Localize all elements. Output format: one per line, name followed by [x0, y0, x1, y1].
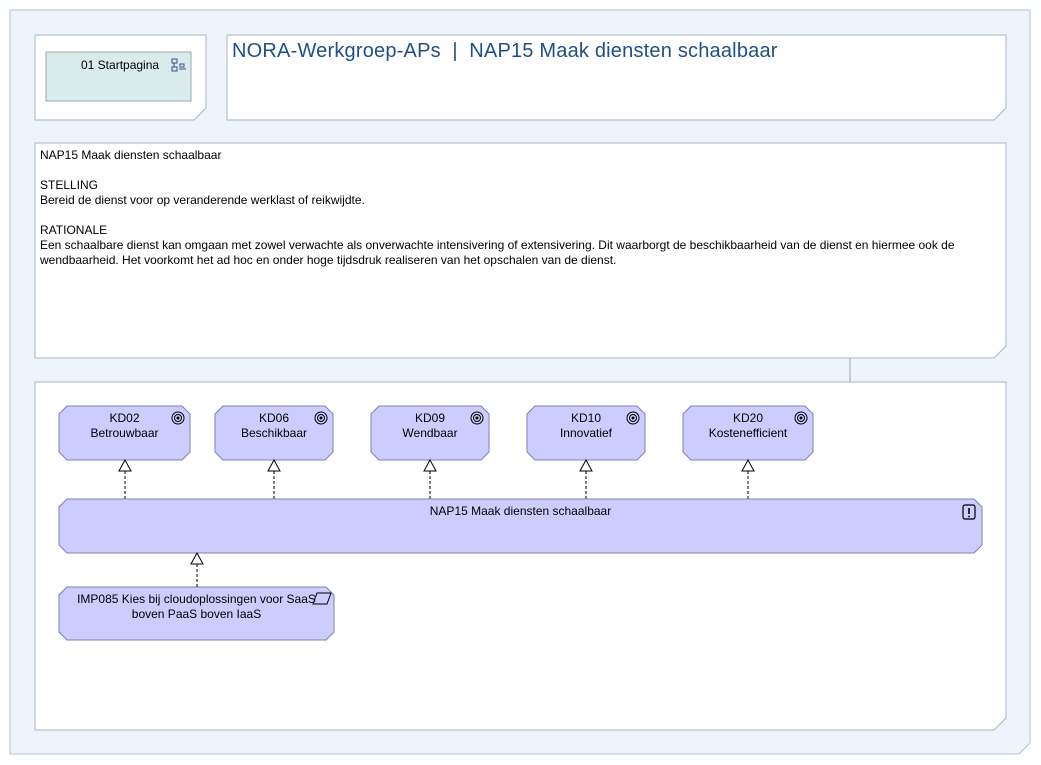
goal-code: KD10 [570, 411, 602, 425]
rationale-line-2: wendbaarheid. Het voorkomt het ad hoc en… [40, 253, 617, 267]
goal-element-kd09[interactable] [370, 405, 490, 461]
principle-label: NAP15 Maak diensten schaalbaar [429, 504, 612, 518]
navigation-view-icon [171, 58, 186, 72]
goal-code: KD09 [414, 411, 446, 425]
startpagina-button[interactable] [45, 51, 192, 102]
realization-arrow-kd20 [741, 458, 755, 472]
stelling-label: STELLING [40, 178, 99, 192]
goal-element-kd02[interactable] [58, 405, 191, 461]
goal-code: KD20 [732, 411, 764, 425]
goal-icon [314, 411, 328, 425]
goal-name: Wendbaar [402, 426, 458, 440]
description-frame [34, 142, 1007, 359]
goal-icon [470, 411, 484, 425]
requirement-icon [312, 592, 332, 605]
goal-element-kd20[interactable] [682, 405, 814, 461]
goal-element-kd10[interactable] [526, 405, 646, 461]
goal-element-kd06[interactable] [214, 405, 334, 461]
goal-name: Beschikbaar [240, 426, 308, 440]
startpagina-label[interactable]: 01 Startpagina [81, 58, 160, 72]
title-frame [226, 34, 1007, 121]
goal-icon [171, 411, 185, 425]
rationale-line-1: Een schaalbare dienst kan omgaan met zow… [40, 238, 955, 252]
goal-icon [794, 411, 808, 425]
description-text: NAP15 Maak diensten schaalbaar STELLING … [40, 148, 990, 268]
description-heading: NAP15 Maak diensten schaalbaar [40, 148, 222, 162]
rationale-label: RATIONALE [40, 223, 108, 237]
goal-code: KD06 [258, 411, 290, 425]
realization-arrow-kd06 [267, 458, 281, 472]
goal-name: Betrouwbaar [90, 426, 159, 440]
realization-arrow-kd09 [423, 458, 437, 472]
realization-arrow-kd02 [118, 458, 132, 472]
goal-code: KD02 [109, 411, 140, 425]
goal-name: Innovatief [559, 426, 613, 440]
principle-element[interactable] [58, 498, 983, 554]
implication-element[interactable] [58, 586, 335, 641]
realization-arrow-kd10 [579, 458, 593, 472]
implication-label-line-2: boven PaaS boven IaaS [131, 607, 262, 621]
stelling-text: Bereid de dienst voor op veranderende we… [40, 193, 365, 207]
goal-icon [626, 411, 640, 425]
implication-label-line-1: IMP085 Kies bij cloudoplossingen voor Sa… [77, 592, 316, 606]
principle-icon [962, 504, 976, 520]
goal-name: Kostenefficient [708, 426, 788, 440]
implication-label: IMP085 Kies bij cloudoplossingen voor Sa… [59, 592, 334, 622]
implication-realization-arrow [190, 551, 204, 565]
page-title: NORA-Werkgroep-APs | NAP15 Maak diensten… [232, 40, 778, 62]
